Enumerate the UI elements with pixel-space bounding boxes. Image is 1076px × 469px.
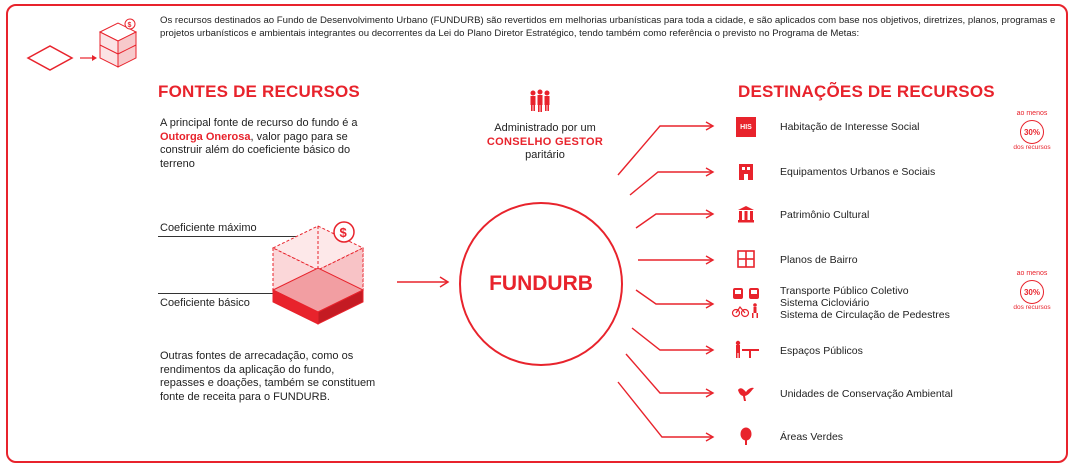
diamond-icon: [26, 45, 74, 71]
badge-top-text: ao menos: [1016, 110, 1048, 117]
intro-text: Os recursos destinados ao Fundo de Desen…: [160, 15, 1056, 39]
distribution-arrows: [617, 121, 715, 442]
outorga-onerosa-highlight: Outorga Onerosa: [160, 130, 251, 143]
badge-value: 30%: [1020, 120, 1044, 144]
council-line: paritário: [525, 149, 565, 161]
min-30-percent-badge: ao menos 30% dos recursos: [1012, 110, 1052, 151]
intro-diagram: $: [26, 18, 138, 71]
sources-main-text: A principal fonte de recurso do fundo é …: [160, 117, 380, 171]
dest-item-label: Patrimônio Cultural: [780, 209, 870, 221]
sources-heading: FONTES DE RECURSOS: [158, 82, 360, 101]
council-people-icon: [530, 89, 550, 112]
badge-bottom-text: dos recursos: [1013, 304, 1051, 311]
coef-basic-line: [158, 293, 278, 294]
dest-item-label-line: Sistema de Circulação de Pedestres: [780, 309, 950, 321]
dollar-coin-icon: $: [333, 221, 355, 243]
min-30-percent-badge: ao menos 30% dos recursos: [1012, 270, 1052, 311]
council-name: CONSELHO GESTOR: [486, 135, 604, 148]
other-sources-text: Outras fontes de arrecadação, como os re…: [160, 350, 376, 403]
monument-icon: [738, 206, 754, 223]
grid-plan-icon: [737, 250, 755, 268]
coef-max-line: [158, 236, 296, 237]
dest-item-label: Equipamentos Urbanos e Sociais: [780, 166, 936, 178]
dest-item-label: Habitação de Interesse Social: [780, 121, 920, 133]
dest-item-label: Áreas Verdes: [780, 431, 844, 443]
coef-basic-label: Coeficiente básico: [160, 297, 250, 309]
playground-icon: [735, 340, 759, 358]
badge-bottom-text: dos recursos: [1013, 144, 1051, 151]
badge-top-text: ao menos: [1016, 270, 1048, 277]
svg-text:$: $: [340, 225, 348, 240]
dest-item-label-line: Transporte Público Coletivo: [780, 285, 909, 297]
fundurb-label: FUNDURB: [489, 272, 593, 295]
destinations-heading: DESTINAÇÕES DE RECURSOS: [738, 82, 995, 101]
his-icon: HIS: [736, 117, 756, 137]
council-text: Administrado por um CONSELHO GESTOR pari…: [465, 122, 625, 163]
sources-main-text-part: A principal fonte de recurso do fundo é …: [160, 117, 358, 129]
dest-item-label: Espaços Públicos: [780, 345, 863, 357]
building-volume-diagram: $: [271, 221, 365, 325]
coef-max-label: Coeficiente máximo: [160, 222, 257, 234]
dest-item-label: Planos de Bairro: [780, 254, 858, 266]
tree-icon: [740, 427, 752, 445]
fundurb-circle: FUNDURB: [459, 202, 623, 366]
dest-item-label-line: Sistema Cicloviário: [780, 297, 870, 309]
council-line: Administrado por um: [494, 122, 596, 134]
arrow-icon: [80, 55, 97, 61]
bird-icon: [738, 387, 754, 401]
building-icon: [739, 164, 753, 180]
arrow-to-fund-icon: [397, 276, 450, 288]
transport-icon: [731, 288, 759, 318]
dest-item-label: Unidades de Conservação Ambiental: [780, 388, 953, 400]
dollar-icon: $: [128, 22, 132, 29]
sources-main-text-part: , valor pago para se construir além do c…: [160, 130, 351, 170]
badge-value: 30%: [1020, 280, 1044, 304]
content-frame: [6, 4, 1068, 463]
dest-item-label: Transporte Público Coletivo Sistema Cicl…: [780, 285, 950, 321]
cube-icon: [98, 18, 138, 68]
